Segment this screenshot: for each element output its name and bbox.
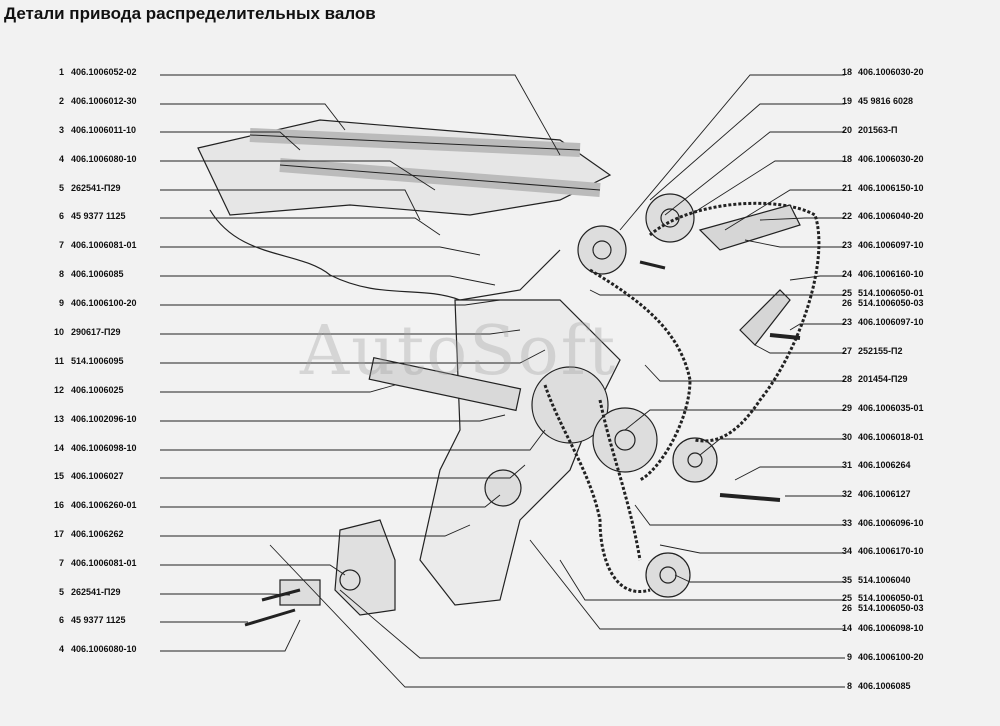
page-title: Детали привода распределительных валов bbox=[4, 4, 376, 23]
watermark: AutoSoft bbox=[300, 312, 618, 391]
